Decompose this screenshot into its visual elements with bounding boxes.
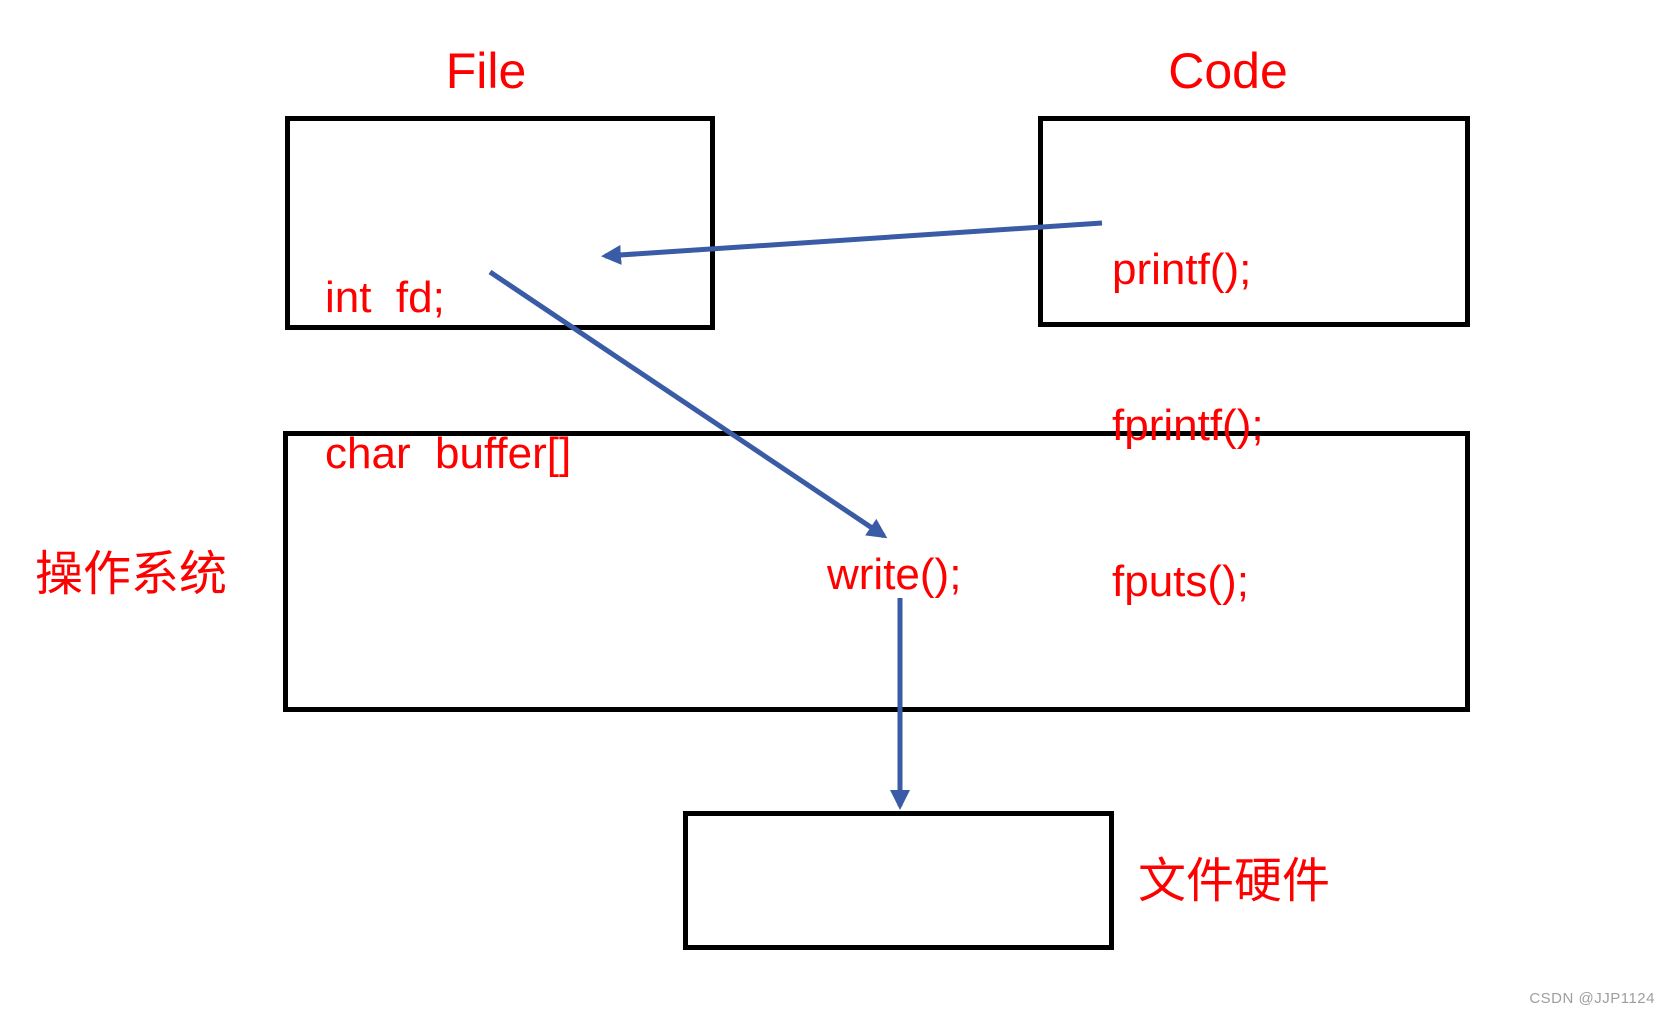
code-box-code: printf(); fprintf(); fputs(); — [1112, 140, 1264, 712]
file-box-code: int fd; char buffer[] — [325, 168, 571, 584]
hardware-box — [683, 811, 1114, 950]
write-call-label: write(); — [827, 550, 962, 599]
code-box-line-fputs: fputs(); — [1112, 557, 1249, 606]
file-title: File — [445, 43, 527, 99]
os-label: 操作系统 — [35, 548, 228, 601]
file-box-line-char-buffer: char buffer[] — [325, 429, 572, 478]
code-box-line-fprintf: fprintf(); — [1112, 401, 1264, 450]
watermark: CSDN @JJP1124 — [1529, 990, 1655, 1007]
code-box-line-printf: printf(); — [1112, 245, 1252, 294]
hardware-label: 文件硬件 — [1138, 855, 1331, 908]
file-box-line-int-fd: int fd; — [325, 273, 445, 322]
code-title: Code — [1168, 43, 1288, 99]
